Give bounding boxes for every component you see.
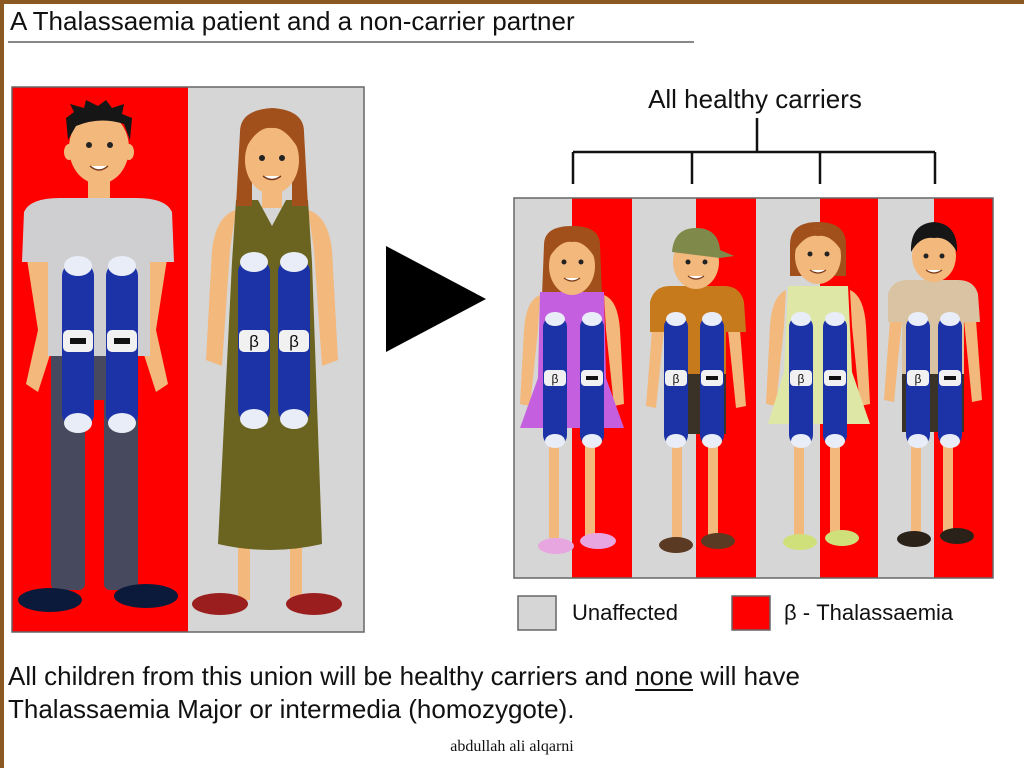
legend-thalassaemia-label: β - Thalassaemia xyxy=(784,600,954,625)
parents-panel: β β xyxy=(11,86,365,633)
child-2-chromosome-left: β xyxy=(664,312,688,448)
child-1-chromosome-right xyxy=(580,312,604,448)
title-underline xyxy=(8,41,694,43)
child-3-gene-label-left: β xyxy=(798,372,805,386)
right-triangle-arrow-icon xyxy=(386,246,486,352)
conclusion-line-1: All children from this union will be hea… xyxy=(8,660,800,693)
father-chromosome-left xyxy=(62,256,94,433)
slide-frame-left xyxy=(0,0,4,768)
children-panel: β xyxy=(513,197,994,579)
father-chromosome-right xyxy=(106,256,138,433)
child-2-gene-label-left: β xyxy=(673,372,680,386)
author-credit: abdullah ali alqarni xyxy=(450,738,574,755)
bracket-label: All healthy carriers xyxy=(648,84,862,114)
conclusion-before: All children from this union will be hea… xyxy=(8,661,636,691)
carriers-bracket xyxy=(571,118,937,184)
mother-gene-label-left: β xyxy=(249,332,259,351)
slide-frame-top xyxy=(0,0,1024,4)
child-4-chromosome-left: β xyxy=(906,312,930,448)
legend-thalassaemia-swatch xyxy=(731,595,771,631)
legend-unaffected-label: Unaffected xyxy=(572,600,679,625)
child-1-gene-label-left: β xyxy=(552,372,559,386)
child-1-chromosome-left: β xyxy=(543,312,567,448)
conclusion-line-2: Thalassaemia Major or intermedia (homozy… xyxy=(8,694,575,724)
conclusion-text: All children from this union will be hea… xyxy=(8,660,800,726)
child-4-gene-label-left: β xyxy=(915,372,922,386)
child-4-chromosome-right xyxy=(938,312,962,448)
mother-chromosome-left: β xyxy=(238,252,270,429)
conclusion-after: will have xyxy=(693,661,800,691)
slide-title: A Thalassaemia patient and a non-carrier… xyxy=(10,6,575,36)
child-3-chromosome-right xyxy=(823,312,847,448)
mother-chromosome-right: β xyxy=(278,252,310,429)
conclusion-emphasis: none xyxy=(635,661,694,691)
legend-unaffected-swatch xyxy=(517,595,557,631)
child-3-chromosome-left: β xyxy=(789,312,813,448)
child-2-chromosome-right xyxy=(700,312,724,448)
mother-gene-label-right: β xyxy=(289,332,299,351)
